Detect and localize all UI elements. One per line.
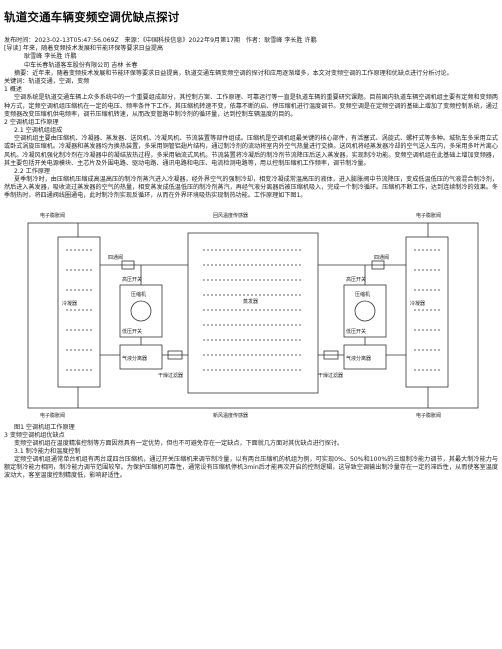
label-top-left: 电子膨胀阀	[40, 212, 65, 219]
keywords: 关键词：轨道交通，空调，变频	[4, 77, 90, 85]
label-left-separator: 气液分离器	[122, 355, 147, 362]
connecting-pipes	[100, 264, 406, 355]
outer-loop	[27, 222, 479, 408]
right-condenser-box	[405, 236, 449, 387]
right-compressor-symbol	[354, 300, 376, 321]
label-bottom-left: 电子膨胀阀	[40, 412, 65, 419]
left-condenser-box	[57, 236, 101, 387]
section-2-1-paragraph: 空调机组主要由压缩机、冷凝器、蒸发器、送风机、冷凝风机、节流装置等部件组成。压缩…	[4, 135, 498, 167]
author-line: 耿雪峰 李长胜 许鹏	[24, 53, 77, 61]
label-bottom-center: 新风温度传感器	[213, 412, 248, 419]
article-title: 轨道交通车辆变频空调优缺点探讨	[4, 10, 180, 24]
label-right-separator: 气液分离器	[346, 355, 371, 362]
label-right-filter: 干燥过滤器	[318, 372, 343, 379]
section-heading-2-2: 2.2 工作原理	[14, 167, 51, 175]
left-condenser-coils	[66, 249, 92, 370]
label-right-four-way-valve: 四通阀	[374, 254, 389, 261]
section-heading-2: 2 空调机组工作原理	[4, 118, 59, 126]
left-filter-symbol	[167, 350, 183, 359]
label-right-compressor: 压缩机	[355, 291, 370, 298]
affiliation: 中车长春轨道客车股份有限公司 吉林 长春	[24, 61, 138, 69]
right-condenser-coils	[414, 249, 440, 370]
vertical-pipes	[140, 264, 366, 345]
section-2-2-paragraph: 夏季制冷时，由压缩机压缩成高温高压的制冷剂蒸汽进入冷凝器，经外界空气的强制冷却，…	[4, 176, 498, 200]
section-heading-1: 1 概述	[4, 86, 23, 94]
authors: 作者：耿雪峰 李长胜 许鹏	[245, 37, 317, 44]
figure-caption: 图1 空调机组工作原理	[14, 423, 75, 431]
label-top-center: 回风温度传感器	[213, 212, 248, 219]
label-left-high-pressure: 高压开关	[122, 276, 142, 283]
label-left-low-pressure: 低压开关	[122, 328, 142, 335]
publish-time: 发布时间：2023-02-13T05:47:56.069Z	[4, 37, 119, 44]
label-left-four-way-valve: 四通阀	[108, 254, 123, 261]
evaporator-box	[187, 232, 319, 393]
label-right-low-pressure: 低压开关	[346, 328, 366, 335]
section-heading-3: 3 变频空调机组优缺点	[4, 431, 65, 439]
diagram-svg: 电子膨胀阀 回风温度传感器 电子膨胀阀 冷凝器 冷凝器 蒸发器 高压开关 高压开…	[27, 212, 479, 419]
source: 来源：《中国科技信息》2022年9月第17期	[124, 37, 241, 44]
meta-line: 发布时间：2023-02-13T05:47:56.069Z 来源：《中国科技信息…	[4, 37, 498, 45]
section-1-paragraph: 空调系统是轨道交通车辆上众多系统中的一个重要组成部分，其控制方案、工作原理、可靠…	[4, 94, 498, 118]
evaporator-coils	[203, 249, 303, 370]
label-left-compressor: 压缩机	[131, 291, 146, 298]
section-heading-2-1: 2.1 空调机组组成	[14, 127, 63, 135]
loop-links	[77, 222, 429, 408]
section-heading-3-1: 3.1 制冷能力和温度控制	[14, 447, 81, 455]
working-principle-diagram: 电子膨胀阀 回风温度传感器 电子膨胀阀 冷凝器 冷凝器 蒸发器 高压开关 高压开…	[18, 205, 488, 420]
label-left-condenser: 冷凝器	[62, 300, 77, 307]
label-right-high-pressure: 高压开关	[346, 276, 366, 283]
right-filter-symbol	[323, 350, 339, 359]
label-top-right: 电子膨胀阀	[416, 212, 441, 219]
label-evaporator: 蒸发器	[243, 298, 258, 305]
label-right-condenser: 冷凝器	[410, 300, 425, 307]
abstract: 摘要：近年来，随着变频技术发展和节能环保等要求日益提高，轨道交通车辆变频空调的探…	[14, 69, 453, 77]
label-bottom-right: 电子膨胀阀	[416, 412, 441, 419]
label-left-filter: 干燥过滤器	[158, 372, 183, 379]
left-compressor-symbol	[130, 300, 152, 321]
section-3-paragraph: 变频空调机组在温度精准控制等方面因然具有一定优势，但也不可避免存在一定缺点，下面…	[14, 439, 344, 447]
guide-line: [导读] 年来，随着变频技术发展和节能环保等要求日益提高	[4, 45, 164, 53]
left-valve-symbol	[121, 260, 135, 269]
section-3-1-paragraph: 定频空调机组通常单台机组有两台或四台压缩机，通过开关压缩机来调节制冷量，以有两台…	[4, 456, 498, 480]
diagram-pipes	[27, 222, 479, 408]
right-valve-symbol	[371, 260, 385, 269]
